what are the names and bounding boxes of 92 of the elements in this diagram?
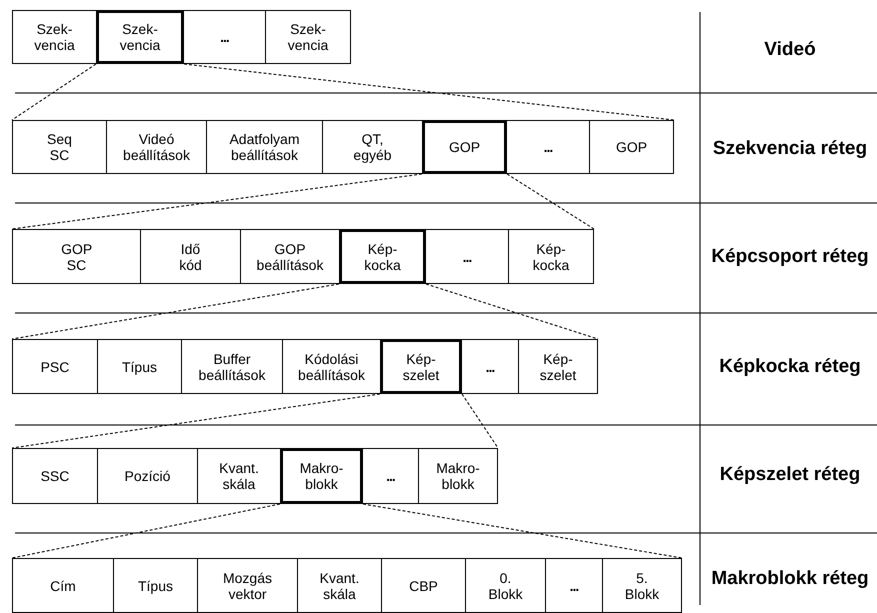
field-name: Videó beállítások	[123, 131, 190, 163]
field-box	[12, 558, 114, 613]
field-box	[418, 448, 498, 504]
field-name: 0. Blokk	[488, 570, 523, 602]
field-name: Szek- vencia	[120, 21, 160, 53]
field-box	[461, 339, 519, 394]
ellipsis: ...	[570, 578, 578, 594]
highlighted-field-box	[339, 229, 426, 284]
field-box	[518, 339, 598, 394]
expansion-line	[12, 504, 280, 558]
expansion-line	[426, 284, 598, 340]
layer-name: Videó	[763, 38, 817, 62]
field-box	[240, 229, 340, 284]
field-name: GOP SC	[61, 240, 92, 272]
field-box	[362, 448, 419, 504]
field-box	[113, 558, 198, 613]
field-name: Seq SC	[47, 131, 72, 163]
field-box	[425, 229, 509, 284]
field-name: QT, egyéb	[353, 131, 392, 163]
expansion-line	[462, 394, 498, 448]
field-name: Kép- kocka	[364, 240, 401, 272]
field-box	[181, 339, 283, 394]
ellipsis: ...	[486, 358, 494, 374]
field-box	[508, 229, 594, 284]
field-box	[589, 120, 674, 174]
ellipsis: ...	[544, 139, 552, 155]
highlighted-field-box	[96, 10, 184, 64]
expansion-line	[506, 174, 594, 230]
field-name: Kép- szelet	[402, 350, 440, 382]
field-name: 5. Blokk	[624, 570, 660, 602]
field-name: PSC	[40, 358, 70, 374]
expansion-line	[12, 284, 340, 340]
field-box	[322, 120, 423, 174]
layer-name: Képkocka réteg	[718, 355, 862, 379]
field-box	[183, 10, 266, 64]
field-name: Szek- vencia	[288, 21, 328, 53]
ellipsis: ...	[462, 248, 472, 264]
layer-name: Képcsoport réteg	[710, 245, 870, 269]
layer-name: Makroblokk réteg	[710, 567, 870, 591]
layer-name: Szekvencia réteg	[712, 137, 868, 161]
field-box	[12, 10, 97, 64]
field-name: Makro- blokk	[436, 460, 480, 492]
highlighted-field-box	[422, 120, 507, 174]
field-box	[12, 339, 98, 394]
field-box	[197, 558, 298, 613]
field-box	[97, 448, 198, 504]
field-name: Pozíció	[124, 468, 170, 484]
field-name: GOP beállítások	[256, 240, 324, 272]
ellipsis: ...	[386, 468, 395, 484]
field-name: Cím	[50, 578, 76, 594]
field-name: SSC	[40, 468, 70, 484]
field-name: Kép- kocka	[532, 240, 570, 272]
expansion-line	[12, 174, 422, 230]
expansion-line	[12, 394, 380, 448]
field-name: Adatfolyam beállítások	[229, 131, 300, 163]
expansion-line	[12, 64, 96, 120]
field-box	[197, 448, 281, 504]
field-box	[282, 339, 381, 394]
field-box	[545, 558, 603, 613]
layer-name: Képszelet réteg	[718, 463, 862, 487]
field-box	[106, 120, 207, 174]
expansion-line	[184, 64, 674, 120]
field-box	[12, 448, 98, 504]
field-name: Kódolási beállítások	[298, 350, 365, 382]
field-name: Kép- szelet	[540, 350, 576, 382]
field-box	[97, 339, 182, 394]
highlighted-field-box	[280, 448, 363, 504]
field-name: GOP	[616, 139, 648, 155]
field-name: Típus	[138, 578, 173, 594]
field-box	[465, 558, 546, 613]
field-name: Idő kód	[179, 240, 202, 272]
field-box	[506, 120, 590, 174]
expansion-line	[362, 504, 682, 558]
field-name: Kvant. skála	[219, 460, 259, 492]
field-box	[12, 120, 107, 174]
field-name: Buffer beállítások	[198, 350, 266, 382]
field-box	[12, 229, 141, 284]
ellipsis: ...	[220, 29, 229, 45]
highlighted-field-box	[380, 339, 462, 394]
field-box	[206, 120, 323, 174]
field-box	[140, 229, 241, 284]
field-box	[381, 558, 466, 613]
field-name: Típus	[122, 358, 157, 374]
field-name: Makro- blokk	[300, 460, 344, 492]
field-box	[265, 10, 351, 64]
field-name: Kvant. skála	[320, 570, 360, 602]
field-box	[297, 558, 382, 613]
field-name: CBP	[409, 578, 438, 594]
field-name: Szek- vencia	[34, 21, 75, 53]
field-box	[602, 558, 682, 613]
field-name: GOP	[448, 139, 480, 155]
field-name: Mozgás vektor	[222, 570, 272, 602]
